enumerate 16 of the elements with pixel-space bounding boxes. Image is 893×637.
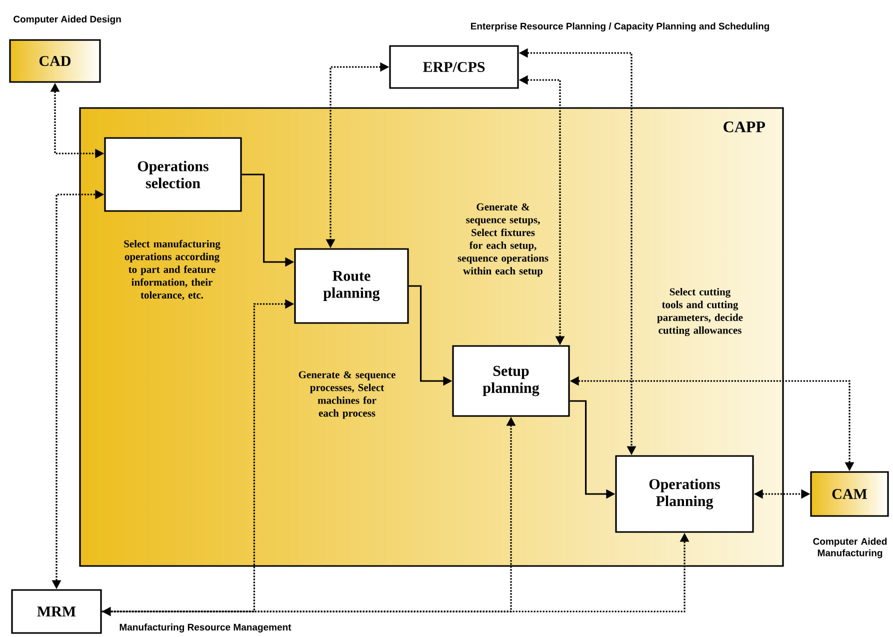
node-label: Computer Aided Design xyxy=(14,16,121,24)
process-box: Setup planning xyxy=(452,345,570,417)
node-label: Manufacturing Resource Management xyxy=(120,624,292,632)
description-text: Generate & sequence processes, Select machines for each process xyxy=(298,371,396,419)
process-box: ERP/CPS xyxy=(389,45,519,89)
system-box: CAD xyxy=(9,39,101,83)
process-box: Operations Planning xyxy=(615,455,754,533)
system-box: CAM xyxy=(810,471,889,517)
node-label: Computer Aided Manufacturing xyxy=(813,538,887,558)
process-box: Operations selection xyxy=(104,137,242,212)
description-text: Select manufacturing operations according to part and feature information, their tolerance, etc. xyxy=(124,240,220,300)
description-text: Generate & sequence setups, Select fixtures for each setup, sequence operations within each setup xyxy=(458,203,548,277)
node-label: Enterprise Resource Planning / Capacity Planning and Scheduling xyxy=(471,22,770,32)
process-box: MRM xyxy=(11,589,102,634)
description-text: Select cutting tools and cutting parameters, decide cutting allowances xyxy=(657,288,743,336)
process-box: Route planning xyxy=(294,248,409,324)
